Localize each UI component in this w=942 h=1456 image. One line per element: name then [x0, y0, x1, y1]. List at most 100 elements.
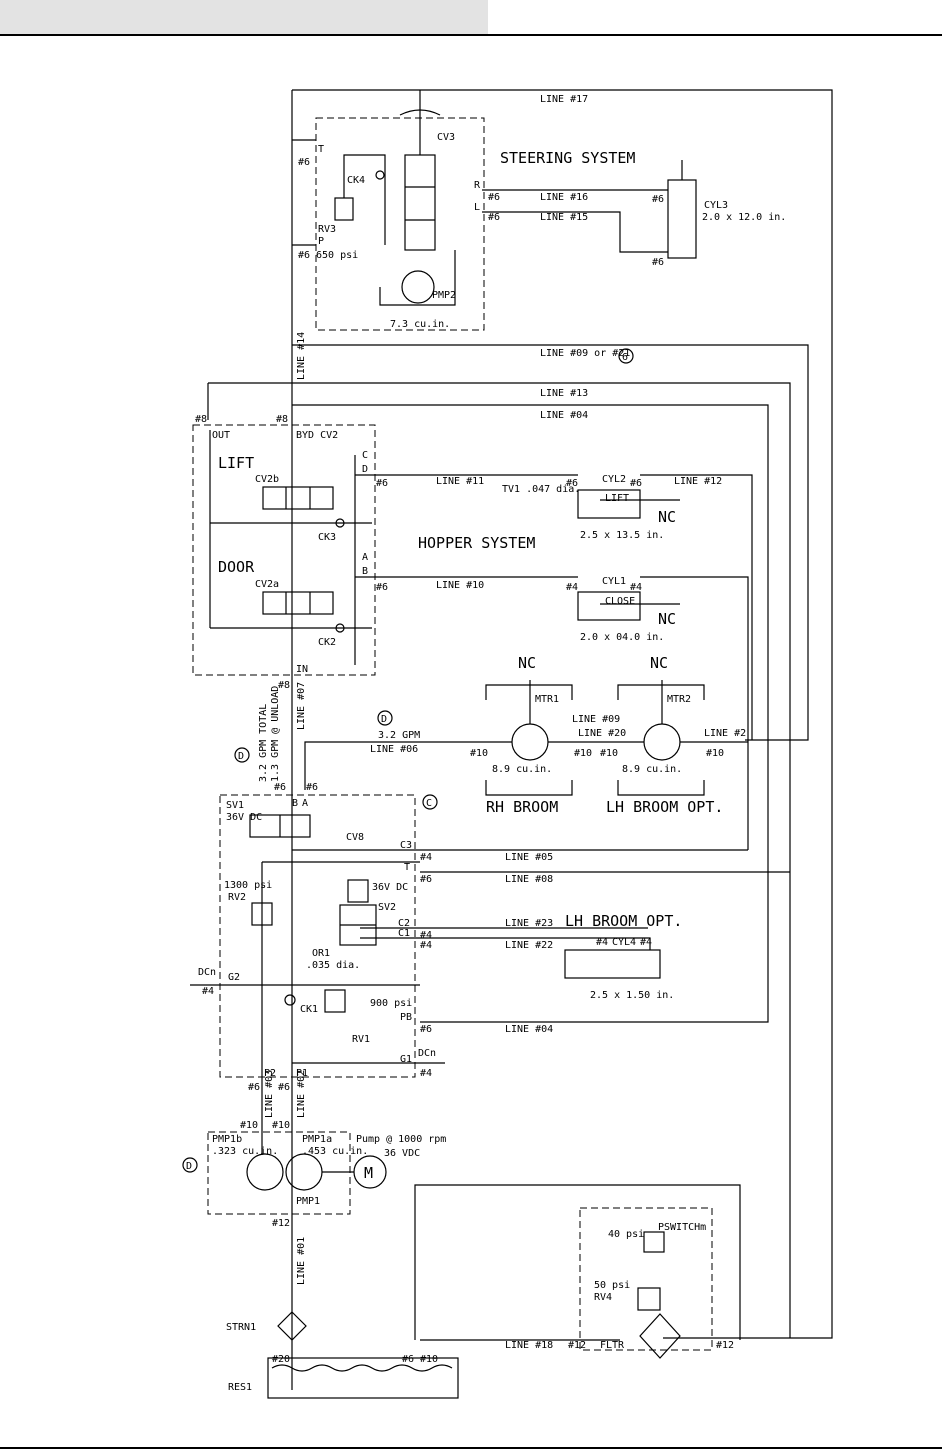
pmp2-label: PMP2 — [432, 290, 456, 301]
lift-cyl-label: LIFT — [605, 493, 629, 504]
line-05-label: LINE #05 — [505, 852, 553, 863]
pmp1b-disp: .323 cu.in. — [212, 1146, 278, 1157]
line-15-label: LINE #15 — [540, 212, 588, 223]
port-size: #6 — [488, 212, 500, 223]
broom-motors: NC NC MTR1 MTR2 8.9 cu.in. 8.9 cu.in. RH… — [258, 654, 723, 816]
port-size: #4 — [566, 582, 578, 593]
port-size: #10 — [420, 1354, 438, 1365]
g1-dcn: DCn — [418, 1048, 436, 1059]
port-size: #4 — [202, 986, 214, 997]
sv2-voltage: 36V DC — [372, 882, 408, 893]
mtr2-label: MTR2 — [667, 694, 691, 705]
footer-rule — [0, 1447, 942, 1449]
port-size: #6 — [402, 1354, 414, 1365]
port-size: #10 — [706, 748, 724, 759]
callout-d: D — [238, 751, 244, 762]
cyl4-label: CYL4 — [612, 937, 636, 948]
line-04-bottom-label: LINE #04 — [505, 1024, 553, 1035]
pmp2-disp: 7.3 cu.in. — [390, 319, 450, 330]
port-size: #12 — [568, 1340, 586, 1351]
gpm-total: 3.2 GPM TOTAL — [258, 704, 269, 782]
cyl1-label: CYL1 — [602, 576, 626, 587]
port-size: #6 — [420, 874, 432, 885]
port-c2: C2 — [398, 918, 410, 929]
port-size: #20 — [272, 1354, 290, 1365]
rv3-label: RV3 — [318, 224, 336, 235]
header-bar — [0, 0, 488, 34]
line-06-label: LINE #06 — [370, 744, 418, 755]
rv2-label: RV2 — [228, 892, 246, 903]
cyl2-size: 2.5 x 13.5 in. — [580, 530, 664, 541]
port-size: #4 — [420, 940, 432, 951]
line-23-label: LINE #23 — [505, 918, 553, 929]
res1-label: RES1 — [228, 1382, 252, 1393]
port-vt: T — [404, 862, 410, 873]
nc-cyl2: NC — [658, 508, 676, 526]
port-pb: PB — [400, 1012, 412, 1023]
line-16-label: LINE #16 — [540, 192, 588, 203]
cyl4-size: 2.5 x 1.50 in. — [590, 990, 674, 1001]
pmp1-label: PMP1 — [296, 1196, 320, 1207]
port-t: T — [318, 144, 324, 155]
port-size: #6 — [566, 478, 578, 489]
steering-title: STEERING SYSTEM — [500, 149, 635, 167]
port-size: #6 — [376, 478, 388, 489]
rv1-label: RV1 — [352, 1034, 370, 1045]
steering-psi: 650 psi — [316, 250, 358, 261]
line-07-label: LINE #07 — [296, 682, 307, 730]
sv2-label: SV2 — [378, 902, 396, 913]
port-size: #4 — [640, 937, 652, 948]
pump-speed: Pump @ 1000 rpm — [356, 1134, 446, 1145]
g2-dcn: DCn — [198, 967, 216, 978]
callouts: D D C D 6 — [182, 348, 634, 1173]
pswitch-psi: 40 psi — [608, 1229, 644, 1240]
cyl3-label: CYL3 — [704, 200, 728, 211]
pump-group: PMP1b .323 cu.in. PMP1a .453 cu.in. Pump… — [207, 1131, 446, 1215]
port-size: #6 — [274, 782, 286, 793]
ck1-label: CK1 — [300, 1004, 318, 1015]
line-11-label: LINE #11 — [436, 476, 484, 487]
line-labels: LINE #17 LINE #16 LINE #15 LINE #14 LINE… — [264, 94, 746, 1351]
nc-mtr1: NC — [518, 654, 536, 672]
door-label: DOOR — [218, 558, 255, 576]
line-20-label: LINE #20 — [578, 728, 626, 739]
cyl3-size: 2.0 x 12.0 in. — [702, 212, 786, 223]
port-c1: C1 — [398, 928, 410, 939]
port-size: #10 — [600, 748, 618, 759]
cv2b-label: CV2b — [255, 474, 279, 485]
line-14-label: LINE #14 — [296, 332, 307, 380]
line-13-label: LINE #13 — [540, 388, 588, 399]
port-p: P — [318, 236, 324, 247]
port-size: #10 — [272, 1120, 290, 1131]
line-09-label: LINE #09 — [572, 714, 620, 725]
lh-broom-opt-title: LH BROOM OPT. — [565, 912, 682, 930]
port-size: #6 — [420, 1024, 432, 1035]
port-8-right: #8 — [276, 414, 288, 425]
cyl2-label: CYL2 — [602, 474, 626, 485]
mtr1-label: MTR1 — [535, 694, 559, 705]
pmp1a-label: PMP1a — [302, 1134, 332, 1145]
rv2-psi: 1300 psi — [224, 880, 272, 891]
close-label: CLOSE — [605, 596, 635, 607]
port-va: A — [302, 798, 308, 809]
port-size: #6 — [630, 478, 642, 489]
motor-symbol: M — [364, 1164, 373, 1182]
port-sizes: #6 #6 #6 #6 #6 #6 #6 #6 #6 #6 #4 #4 #8 #… — [202, 157, 734, 1365]
port-size: #6 — [652, 194, 664, 205]
out-label: OUT — [212, 430, 230, 441]
nc-mtr2: NC — [650, 654, 668, 672]
gpm-unload: 1.3 GPM @ UNLOAD — [270, 686, 281, 782]
header-rule — [0, 34, 942, 36]
callout-d: D — [186, 1161, 192, 1172]
rh-broom-title: RH BROOM — [486, 798, 558, 816]
sv1-voltage: 36V DC — [226, 812, 262, 823]
line-2-label: LINE #2 — [704, 728, 746, 739]
port-size: #10 — [470, 748, 488, 759]
pmp1a-disp: .453 cu.in. — [302, 1146, 368, 1157]
tv1-label: TV1 .047 dia. — [502, 484, 580, 495]
line-01-label: LINE #01 — [296, 1237, 307, 1285]
cyl1-size: 2.0 x 04.0 in. — [580, 632, 664, 643]
port-vb: B — [292, 798, 298, 809]
line-04-top-label: LINE #04 — [540, 410, 588, 421]
